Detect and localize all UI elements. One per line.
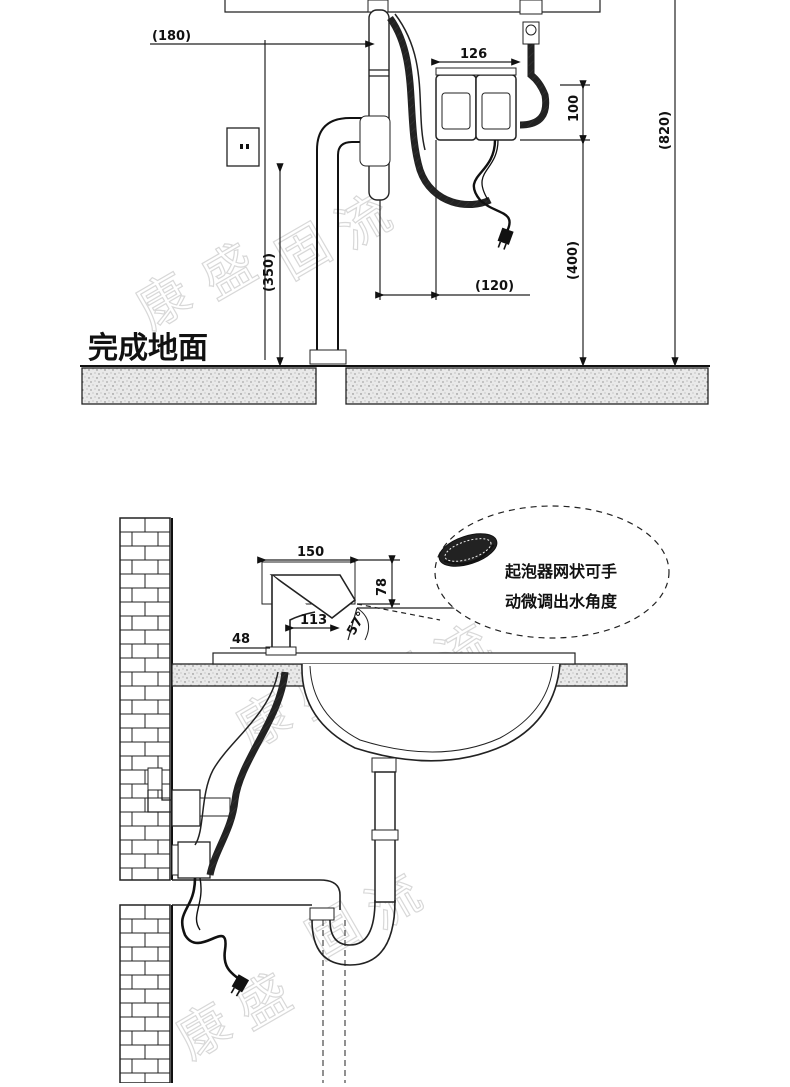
- angle-valve: [147, 767, 231, 827]
- dim-113: 113: [300, 613, 327, 628]
- watermark-char: 康: [167, 993, 242, 1071]
- wall-drain: [172, 879, 341, 910]
- callout-line-1: 起泡器网状可手: [504, 562, 617, 581]
- plug-icon: [497, 227, 514, 250]
- control-box: [177, 841, 211, 879]
- basin: [301, 663, 561, 762]
- dim-angle: 57°: [344, 609, 369, 638]
- plug-icon: [230, 974, 250, 997]
- dim-820: (820): [658, 111, 673, 150]
- dim-78: 78: [375, 578, 390, 596]
- dim-126: 126: [460, 47, 487, 62]
- wall-socket-icon: [226, 127, 260, 167]
- dim-180: (180): [152, 29, 191, 44]
- sensor-cable: [394, 13, 426, 151]
- dim-120: (120): [475, 279, 514, 294]
- watermark-char: 康: [127, 263, 202, 341]
- drain-coupling: [359, 115, 391, 167]
- sensor-cable: [194, 671, 279, 846]
- watermark-char: 盛: [227, 963, 302, 1041]
- bottom-diagram: 150 78 48 113 57° 起泡器网状可手 动微调出水角度: [119, 505, 670, 1084]
- countertop-edge: [224, 0, 601, 13]
- drain-flange: [309, 349, 347, 365]
- dim-400: (400): [566, 241, 581, 280]
- drain-pipe-outer: [316, 117, 362, 355]
- callout-line-2: 动微调出水角度: [505, 592, 618, 611]
- power-cord: [180, 877, 241, 981]
- drain-pipe-inner: [337, 141, 362, 355]
- aerator-icon: [438, 533, 498, 567]
- faucet-tail-pipe: [368, 9, 390, 201]
- dim-100: 100: [567, 95, 582, 122]
- basin-drain: [371, 757, 397, 773]
- dim-150: 150: [297, 545, 324, 560]
- watermark-char: 盛: [192, 233, 267, 311]
- water-supply-fitting: [519, 0, 543, 15]
- p-trap: [329, 899, 376, 946]
- faucet-spout: [269, 574, 357, 619]
- power-cord: [472, 139, 511, 236]
- floor-slab-right: [345, 367, 709, 405]
- watermark-char: 固: [267, 213, 342, 291]
- top-diagram: (180) (350) 126 100 (400) (820) (120) 完成…: [80, 0, 710, 405]
- dim-350: (350): [262, 253, 277, 292]
- floor-label: 完成地面: [88, 331, 208, 366]
- watermark-char: 康: [227, 683, 302, 761]
- floor-slab-left: [81, 367, 317, 405]
- faucet-body: [271, 575, 316, 651]
- dim-48: 48: [232, 632, 250, 647]
